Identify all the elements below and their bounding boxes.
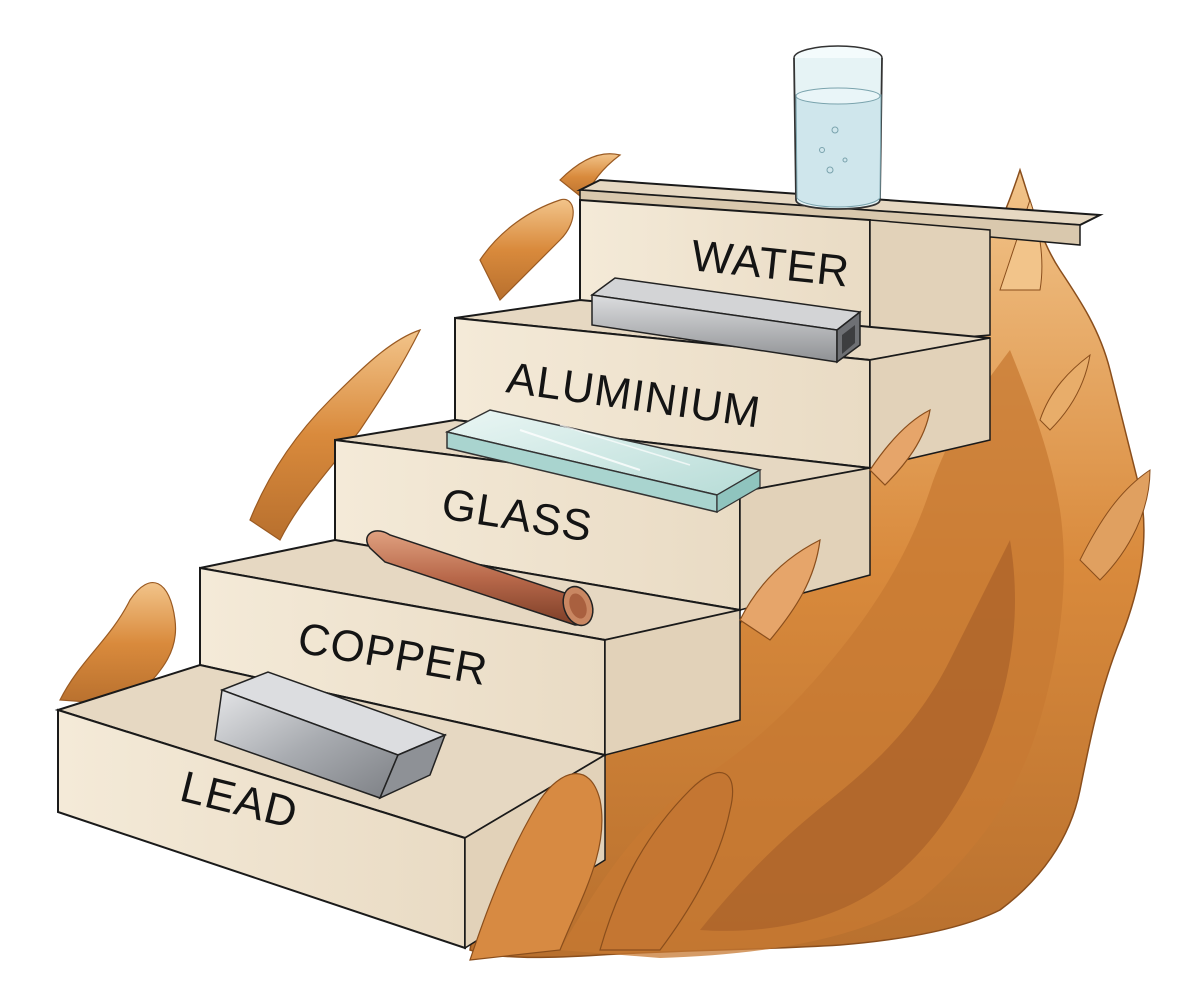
step-copper [199,538,741,757]
lead-ingot [214,671,448,800]
glass-slab [444,409,763,514]
copper-rod [366,530,594,627]
flames-back [59,153,622,706]
aluminium-tube [590,277,862,364]
flames-front [469,408,931,961]
glass-of-water [793,45,883,210]
